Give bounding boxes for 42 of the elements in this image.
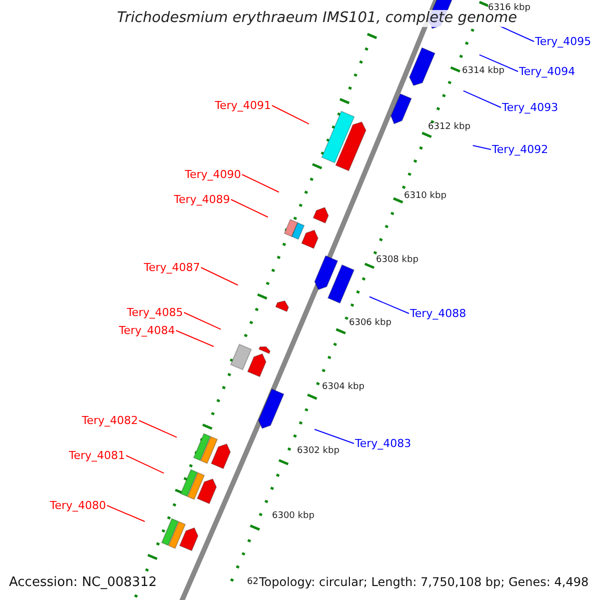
leader-line [272,105,310,124]
gene-label: Tery_4084 [118,325,175,336]
gene-label: Tery_4092 [492,144,548,155]
tick-label: 6314 kbp [462,67,504,76]
gene-label: Tery_4085 [126,307,183,318]
gene-label: Tery_4093 [502,102,558,113]
gene-label: Tery_4080 [50,500,106,511]
gene-label: Tery_4088 [410,308,466,319]
tick-label: 62 [247,578,258,587]
genome-info-text: Topology: circular; Length: 7,750,108 bp; Genes: 4,498 [259,576,589,588]
leader-line [200,267,238,286]
gene-label: Tery_4081 [68,450,125,461]
leader-line [176,330,214,347]
leader-line [314,428,354,444]
leader-line [138,420,178,438]
tick-label: 6316 kbp [488,4,530,13]
gene-label: Tery_4091 [214,100,271,111]
gene-label: Tery_4090 [184,169,241,180]
gene-label: Tery_4095 [535,36,592,47]
tick-label: 6302 kbp [297,447,340,456]
leader-line [462,90,502,108]
tick-label: 6306 kbp [349,319,392,328]
tick-label: 6304 kbp [322,383,364,392]
leader-line [498,25,534,42]
leader-line [106,505,146,522]
accession-text: Accession: NC_008312 [9,576,157,589]
leader-line [126,455,164,474]
gene-label: Tery_4089 [174,194,230,205]
tick-label: 6312 kbp [428,123,470,132]
leader-line [478,54,518,72]
gene-label: Tery_4083 [355,438,412,449]
leader-line [242,174,280,193]
tick-label: 6300 kbp [272,512,314,521]
gene-label: Tery_4087 [144,262,200,273]
leader-line [184,312,222,330]
leader-line [230,199,268,218]
gene-label: Tery_4094 [519,66,576,77]
gene-label: Tery_4082 [82,415,138,426]
leader-line [368,296,410,314]
leader-line [472,145,492,150]
tick-label: 6308 kbp [376,256,418,265]
tick-label: 6310 kbp [404,192,446,201]
